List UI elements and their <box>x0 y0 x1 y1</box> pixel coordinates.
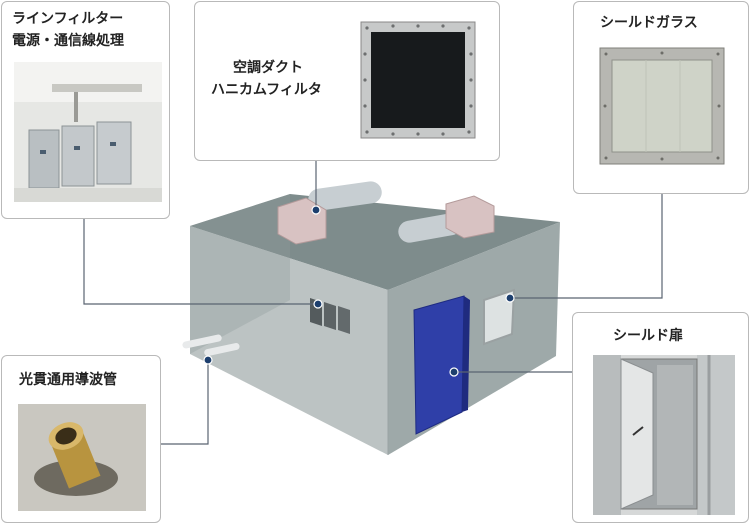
waveguide-title: 光貫通用導波管 <box>19 372 117 388</box>
shield-door <box>413 295 470 435</box>
callout-shield-glass: シールドガラス <box>573 1 749 194</box>
marker-shield-glass <box>505 293 515 303</box>
duct-right <box>398 195 495 243</box>
waveguide-photo <box>18 404 146 511</box>
line-filter-photo <box>14 62 162 202</box>
marker-shield-door <box>449 367 459 377</box>
marker-waveguide <box>203 355 213 365</box>
room-front-face <box>190 226 388 455</box>
shield-window <box>483 288 516 346</box>
line-filter-title-2: 電源・通信線処理 <box>12 33 124 49</box>
callout-shield-door: シールド扉 <box>572 312 749 523</box>
shield-glass-photo <box>596 42 728 170</box>
shield-glass-title: シールドガラス <box>600 15 698 31</box>
callout-line-filter: ラインフィルター 電源・通信線処理 <box>1 1 170 219</box>
marker-line-filter <box>313 299 323 309</box>
callout-waveguide: 光貫通用導波管 <box>1 355 161 523</box>
duct-filter-title-2: ハニカムフィルタ <box>211 82 322 98</box>
waveguide-pipes <box>182 334 240 357</box>
shield-door-photo <box>593 355 735 515</box>
shield-door-title: シールド扉 <box>613 328 683 344</box>
marker-duct-filter <box>311 205 321 215</box>
leader-lines <box>83 161 663 445</box>
duct-filter-photo <box>355 14 480 147</box>
line-filter-title-1: ラインフィルター <box>12 11 124 27</box>
duct-filter-title-1: 空調ダクト <box>233 60 303 76</box>
callout-duct-filter: 空調ダクト ハニカムフィルタ <box>194 1 500 161</box>
